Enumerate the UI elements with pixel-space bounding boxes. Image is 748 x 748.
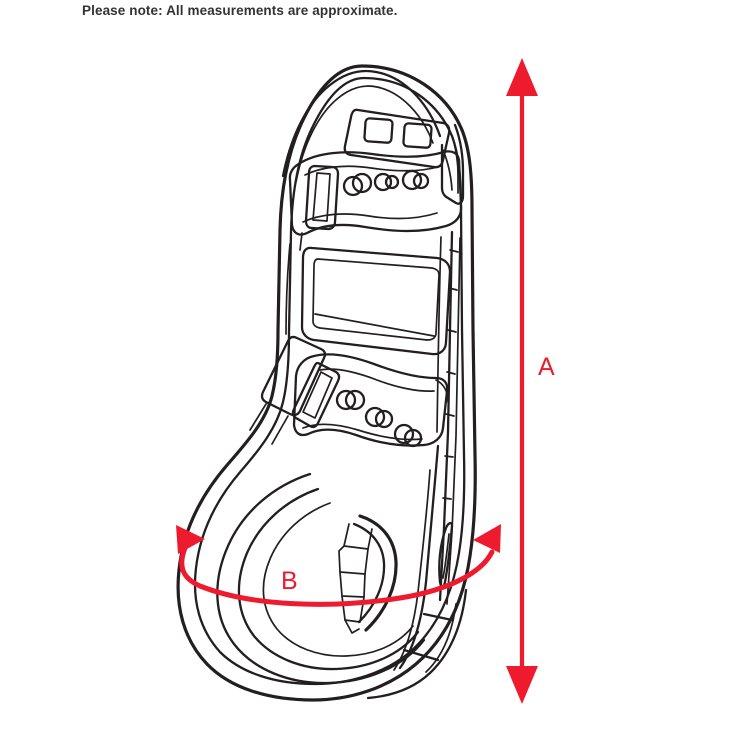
measurement-b-arrowhead-right	[473, 524, 501, 553]
fetlock-pad-arc	[358, 514, 398, 632]
central-shield-panel-inner	[312, 258, 440, 341]
fetlock-pad-arc-inner	[352, 522, 386, 624]
shield-top-connector	[299, 232, 303, 251]
boot-illustration	[176, 64, 477, 702]
measurement-b: B	[176, 524, 501, 607]
heel-corner-panel-inner	[425, 603, 457, 673]
lower-right-vent-inner	[442, 533, 450, 579]
lower-strap-right-connector	[435, 379, 449, 403]
lower-cushion-strap	[292, 353, 449, 447]
bulb-curve-outer	[216, 472, 426, 685]
bulb-curve-mid	[237, 487, 420, 671]
central-shield-panel	[300, 246, 452, 356]
measurement-b-arrowhead-left	[176, 525, 205, 554]
heel-corner-fold2	[402, 648, 440, 662]
upper-strap-slot-right	[402, 122, 433, 149]
heel-corner-panel	[366, 588, 468, 700]
measurement-a-arrowhead-top	[506, 58, 538, 96]
measurement-a-arrowhead-bottom	[506, 666, 538, 704]
lower-strap-rivets	[335, 389, 423, 448]
fetlock-strike-pad-ribs	[338, 523, 373, 634]
boot-top-cap	[281, 69, 442, 178]
boot-outer-outline	[176, 64, 477, 702]
right-seam-upper	[436, 236, 442, 433]
lower-cushion-strap-inner	[319, 368, 435, 392]
lower-right-vent	[438, 521, 454, 588]
measurement-a: A	[506, 58, 555, 704]
upper-strap-rivets	[342, 169, 430, 197]
upper-strap-pad-ridge	[304, 164, 340, 231]
upper-strap-panel	[343, 108, 451, 169]
boot-inner-outline	[193, 76, 466, 686]
upper-strap-slot-left	[363, 117, 394, 144]
central-shield-panel-fold	[314, 313, 435, 337]
upper-strap-pad-ridge-inner	[312, 172, 331, 222]
heel-corner-fold	[422, 612, 454, 622]
upper-cushion-strap-inner2	[302, 212, 438, 223]
measurement-b-label: B	[281, 567, 298, 595]
lower-strap-tab-edge	[249, 403, 267, 431]
boot-top-cap-inner	[295, 85, 434, 183]
bulb-curve-inner	[262, 502, 414, 657]
measurement-a-label: A	[538, 353, 555, 381]
measurement-b-curve	[179, 545, 495, 607]
right-seam-lower	[398, 444, 440, 670]
measurement-note: Please note: All measurements are approx…	[82, 3, 398, 18]
upper-side-gusset-inner	[452, 137, 459, 194]
lower-strap-pad-ridge-inner	[302, 371, 333, 419]
right-side-strap-column	[438, 230, 461, 605]
upper-cushion-strap	[288, 150, 463, 236]
upper-cushion-strap-inner	[304, 165, 442, 176]
lower-strap-tab-edge2	[271, 415, 289, 445]
left-flank-seam	[285, 243, 291, 335]
lower-strap-pad-ridge	[291, 361, 341, 429]
